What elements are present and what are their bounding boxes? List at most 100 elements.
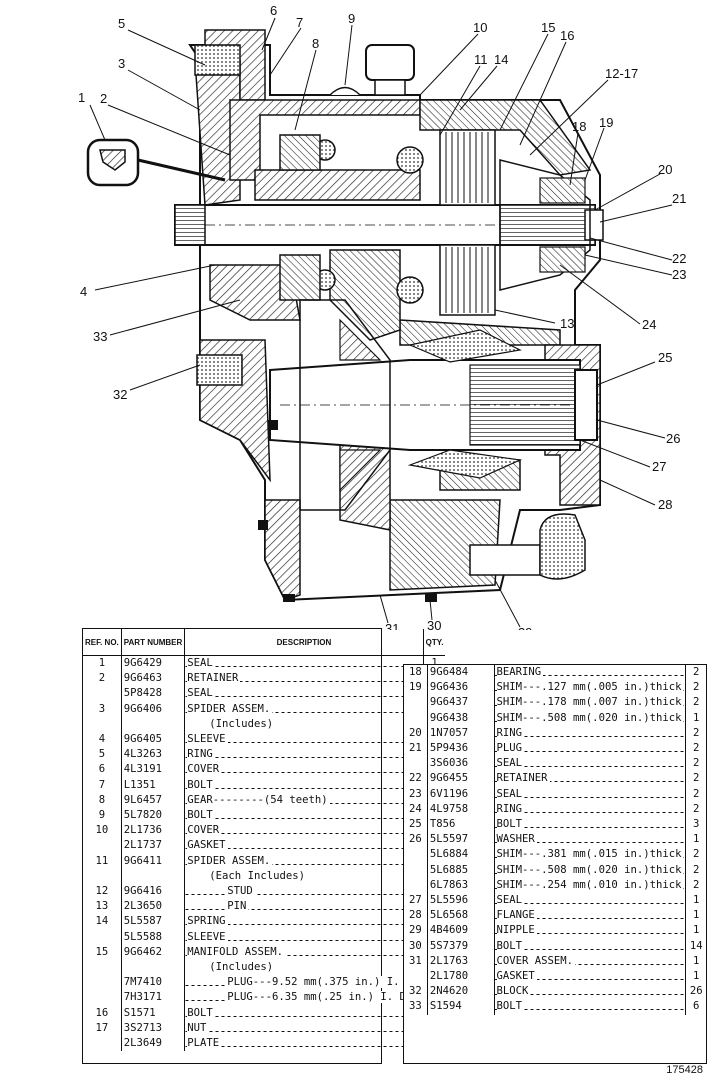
ref-no: [404, 710, 428, 726]
callout-16: 16: [560, 28, 574, 43]
ref-no: 22: [404, 771, 428, 787]
part-number: 2L1737: [121, 838, 186, 854]
description: SLEEVE: [184, 929, 424, 945]
ref-no: 1: [83, 655, 122, 672]
parts-row: 7L1351BOLT2: [83, 777, 445, 793]
quantity: 6: [693, 1000, 700, 1013]
callout-26: 26: [666, 431, 680, 446]
description: SHIM---.508 mm(.020 in.)thick: [494, 710, 687, 726]
ref-no: 30: [404, 938, 428, 954]
callout-31: 31: [385, 621, 399, 630]
quantity: 1: [693, 970, 700, 983]
part-number: 5L5596: [427, 893, 495, 909]
ref-no: 9: [83, 808, 122, 824]
parts-row: 54L3263RING1: [83, 747, 445, 763]
part-number: [121, 716, 186, 733]
callout-24: 24: [642, 317, 656, 332]
description: MANIFOLD ASSEM.: [184, 944, 424, 961]
ref-no: [83, 868, 122, 885]
parts-row: 173S2713NUT24: [83, 1020, 445, 1037]
header-ref-no: REF. NO.: [83, 629, 122, 656]
description: SEAL: [494, 756, 687, 772]
callout-9: 9: [348, 11, 355, 26]
description: PLUG: [494, 741, 687, 757]
callout-13: 13: [560, 316, 574, 331]
description: RETAINER: [184, 671, 424, 687]
callout-14: 14: [494, 52, 508, 67]
ref-no: 12: [83, 884, 122, 900]
quantity: 3: [693, 818, 700, 831]
ref-no: 14: [83, 914, 122, 930]
part-number: 4L3191: [121, 762, 186, 778]
description: PLUG---9.52 mm(.375 in.) I. D.: [184, 975, 424, 991]
callout-19: 19: [599, 115, 613, 130]
part-number: 9G6436: [427, 680, 495, 696]
part-number: 4B4609: [427, 923, 495, 939]
ref-no: [404, 847, 428, 863]
description: BOLT: [184, 777, 424, 793]
parts-row: 16S1571BOLT16: [83, 1005, 445, 1021]
parts-row: 95L7820BOLT2: [83, 808, 445, 824]
quantity: 1: [693, 924, 700, 937]
description: SEAL: [184, 686, 424, 702]
description: (Includes): [184, 960, 424, 976]
ref-no: 25: [404, 817, 428, 833]
parts-row: 132L3650PIN6: [83, 899, 445, 915]
parts-row: (Each Includes): [83, 868, 445, 885]
ref-no: [404, 877, 428, 894]
description: RING: [184, 747, 424, 763]
callout-29: 29: [518, 625, 532, 630]
part-number: 9G6406: [121, 701, 186, 717]
callout-8: 8: [312, 36, 319, 51]
part-number: 5L5587: [121, 914, 186, 930]
callout-10: 10: [473, 20, 487, 35]
ref-no: 11: [83, 853, 122, 869]
part-number: 2L3650: [121, 899, 186, 915]
part-number: 9G6463: [121, 671, 186, 687]
part-number: 5S7379: [427, 938, 495, 954]
ref-no: 5: [83, 747, 122, 763]
parts-row: 49G6405SLEEVE1: [83, 732, 445, 748]
description: BOLT: [184, 808, 424, 824]
ref-no: 20: [404, 725, 428, 742]
description: SPIDER ASSEM.: [184, 701, 424, 717]
description: COVER: [184, 823, 424, 839]
quantity: 2: [693, 681, 700, 694]
part-number: 9G6416: [121, 884, 186, 900]
callout-23: 23: [672, 267, 686, 282]
callout-20: 20: [658, 162, 672, 177]
part-number: 9G6484: [427, 665, 495, 681]
clutch-pack-upper: [439, 129, 496, 206]
ref-no: 29: [404, 923, 428, 939]
figure-number: 175428: [666, 1064, 703, 1076]
description: WASHER: [494, 832, 687, 848]
part-number: 9G6405: [121, 732, 186, 748]
part-number: 9G6411: [121, 853, 186, 869]
ref-no: 19: [404, 680, 428, 696]
part-number: 3S2713: [121, 1020, 186, 1037]
ref-no: 16: [83, 1005, 122, 1021]
ref-no: [404, 756, 428, 772]
description: BOLT: [494, 999, 687, 1015]
ref-no: 2: [83, 671, 122, 687]
parts-row: (Includes): [83, 716, 445, 733]
description: PIN: [184, 899, 424, 915]
quantity: 2: [693, 772, 700, 785]
part-number: 1N7057: [427, 725, 495, 742]
parts-row: 129G6416STUD12: [83, 884, 445, 900]
ref-no: 15: [83, 944, 122, 961]
ref-no: 31: [404, 953, 428, 970]
ref-no: 32: [404, 984, 428, 1000]
part-number: 9G6429: [121, 655, 186, 672]
quantity: 1: [693, 894, 700, 907]
quantity: 2: [693, 802, 700, 815]
